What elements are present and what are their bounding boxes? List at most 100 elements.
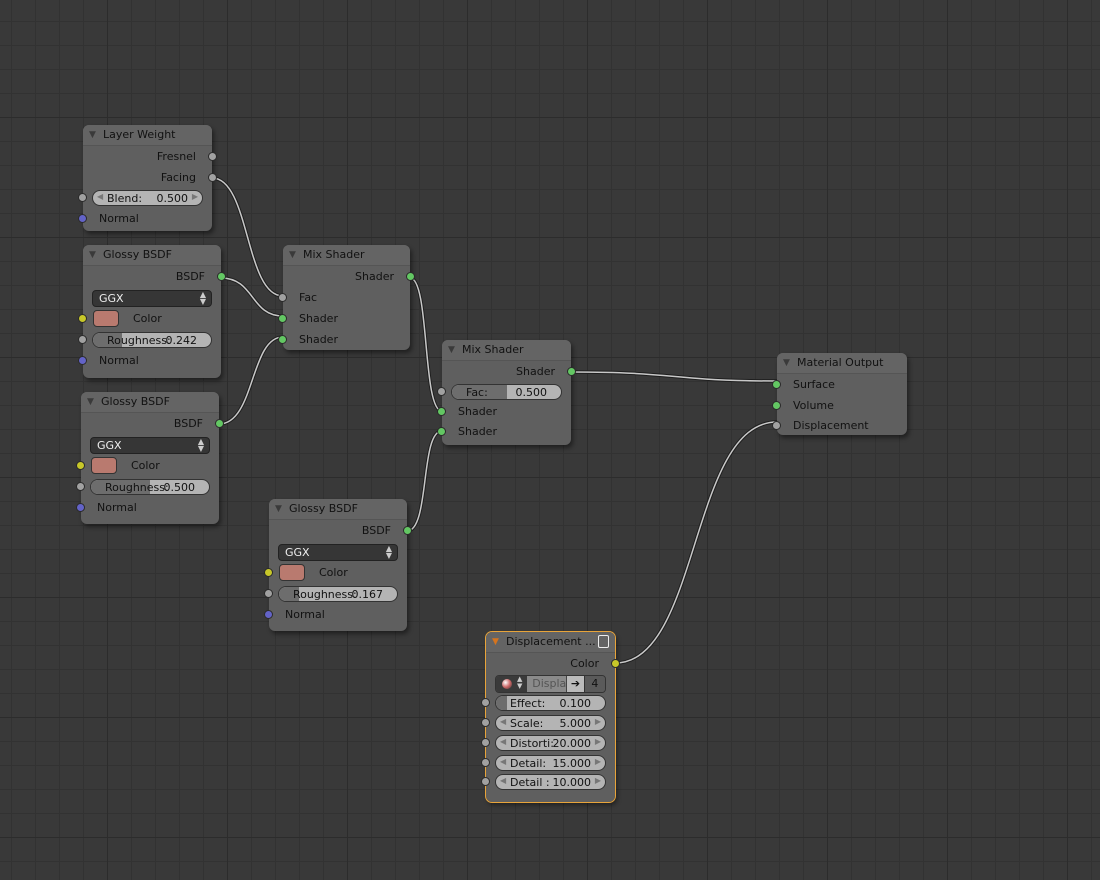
input-socket[interactable] xyxy=(481,718,490,728)
input-socket[interactable] xyxy=(481,777,490,787)
row-color: Color xyxy=(76,456,219,476)
input-socket[interactable] xyxy=(481,698,490,708)
decrement-arrow-icon[interactable]: ◀ xyxy=(500,756,507,766)
node-header[interactable]: ▼Mix Shader xyxy=(442,340,571,361)
input-socket[interactable] xyxy=(481,737,490,747)
color-swatch[interactable] xyxy=(93,310,119,327)
collapse-triangle-icon[interactable]: ▼ xyxy=(783,358,790,368)
output-socket[interactable] xyxy=(217,272,226,281)
distribution-dropdown[interactable]: GGX▲▼ xyxy=(90,437,210,454)
input-socket[interactable] xyxy=(278,314,287,323)
value-slider[interactable]: Effect:0.100 xyxy=(495,695,606,712)
output-socket[interactable] xyxy=(403,526,412,535)
increment-arrow-icon[interactable]: ▶ xyxy=(594,736,601,746)
value-slider[interactable]: Roughness:0.242 xyxy=(92,332,212,348)
input-socket[interactable] xyxy=(437,407,446,416)
decrement-arrow-icon[interactable]: ◀ xyxy=(97,192,104,201)
row-slider: Roughness:0.242 xyxy=(78,330,221,350)
color-swatch[interactable] xyxy=(279,564,305,581)
number-field[interactable]: ◀▶Detail:15.000 xyxy=(495,754,606,771)
socket-label: Shader xyxy=(299,312,338,325)
output-socket[interactable] xyxy=(215,419,224,428)
field-label: Fac: xyxy=(466,386,488,399)
number-field[interactable]: ◀▶Detail :10.000 xyxy=(495,774,606,791)
row-output: BSDF xyxy=(269,521,412,541)
node-header[interactable]: ▼Glossy BSDF xyxy=(83,245,221,266)
input-socket[interactable] xyxy=(78,213,87,223)
texture-users-count[interactable]: 4 xyxy=(583,675,605,692)
updown-arrows-icon: ▲▼ xyxy=(385,544,392,560)
node-group-icon[interactable] xyxy=(598,635,609,648)
input-socket[interactable] xyxy=(278,335,287,344)
increment-arrow-icon[interactable]: ▶ xyxy=(594,756,601,766)
input-socket[interactable] xyxy=(78,335,87,344)
decrement-arrow-icon[interactable]: ◀ xyxy=(500,717,507,727)
number-field[interactable]: ◀▶Scale:5.000 xyxy=(495,715,606,732)
node-header[interactable]: ▼Glossy BSDF xyxy=(81,392,219,413)
output-socket[interactable] xyxy=(567,367,576,376)
node-header[interactable]: ▼Layer Weight xyxy=(83,125,212,146)
input-socket[interactable] xyxy=(772,380,781,389)
input-socket[interactable] xyxy=(772,400,781,410)
decrement-arrow-icon[interactable]: ◀ xyxy=(500,736,507,746)
texture-name-field[interactable]: Displa xyxy=(527,675,567,692)
input-socket[interactable] xyxy=(76,461,85,470)
input-socket[interactable] xyxy=(78,314,87,323)
input-socket[interactable] xyxy=(278,293,287,302)
input-socket[interactable] xyxy=(78,193,87,202)
collapse-triangle-icon[interactable]: ▼ xyxy=(492,637,499,647)
color-swatch[interactable] xyxy=(91,457,117,474)
output-socket[interactable] xyxy=(406,272,415,281)
row-number: ◀▶Distorti:20.000 xyxy=(481,733,615,753)
collapse-triangle-icon[interactable]: ▼ xyxy=(275,504,282,514)
increment-arrow-icon[interactable]: ▶ xyxy=(594,776,601,786)
increment-arrow-icon[interactable]: ▶ xyxy=(191,192,198,201)
field-label: Blend: xyxy=(107,192,143,205)
output-socket[interactable] xyxy=(611,659,620,668)
value-slider[interactable]: Roughness:0.500 xyxy=(90,479,210,495)
decrement-arrow-icon[interactable]: ◀ xyxy=(500,776,507,786)
input-socket[interactable] xyxy=(437,427,446,436)
node-header[interactable]: ▼Glossy BSDF xyxy=(269,499,407,520)
output-socket[interactable] xyxy=(208,172,217,182)
value-slider[interactable]: Fac:0.500 xyxy=(451,384,562,400)
collapse-triangle-icon[interactable]: ▼ xyxy=(289,250,296,260)
collapse-triangle-icon[interactable]: ▼ xyxy=(87,397,94,407)
input-socket[interactable] xyxy=(76,503,85,512)
collapse-triangle-icon[interactable]: ▼ xyxy=(89,250,96,260)
value-slider[interactable]: Roughness:0.167 xyxy=(278,586,398,602)
collapse-triangle-icon[interactable]: ▼ xyxy=(89,130,96,140)
input-socket[interactable] xyxy=(437,387,446,396)
input-socket[interactable] xyxy=(264,610,273,619)
increment-arrow-icon[interactable]: ▶ xyxy=(594,717,601,727)
field-label: Roughness: xyxy=(107,334,171,347)
input-socket[interactable] xyxy=(481,757,490,767)
input-socket[interactable] xyxy=(264,568,273,577)
node-header[interactable]: ▼Material Output xyxy=(777,353,907,374)
texture-selector[interactable]: ▲▼Displa➔4 xyxy=(495,674,606,693)
number-field[interactable]: ◀▶Blend:0.500 xyxy=(92,190,203,206)
input-socket[interactable] xyxy=(78,356,87,365)
input-socket[interactable] xyxy=(76,482,85,491)
texture-browse-button[interactable]: ▲▼ xyxy=(496,675,528,692)
fake-user-icon[interactable]: ➔ xyxy=(566,675,584,692)
output-socket[interactable] xyxy=(208,152,217,161)
node-header[interactable]: ▼Displacement ... xyxy=(486,632,615,653)
input-socket[interactable] xyxy=(772,421,781,430)
distribution-dropdown[interactable]: GGX▲▼ xyxy=(92,290,212,307)
node-header[interactable]: ▼Mix Shader xyxy=(283,245,410,266)
input-socket[interactable] xyxy=(264,589,273,598)
number-field[interactable]: ◀▶Distorti:20.000 xyxy=(495,734,606,751)
collapse-triangle-icon[interactable]: ▼ xyxy=(448,345,455,355)
distribution-dropdown[interactable]: GGX▲▼ xyxy=(278,544,398,561)
updown-arrows-icon: ▲▼ xyxy=(199,290,206,306)
